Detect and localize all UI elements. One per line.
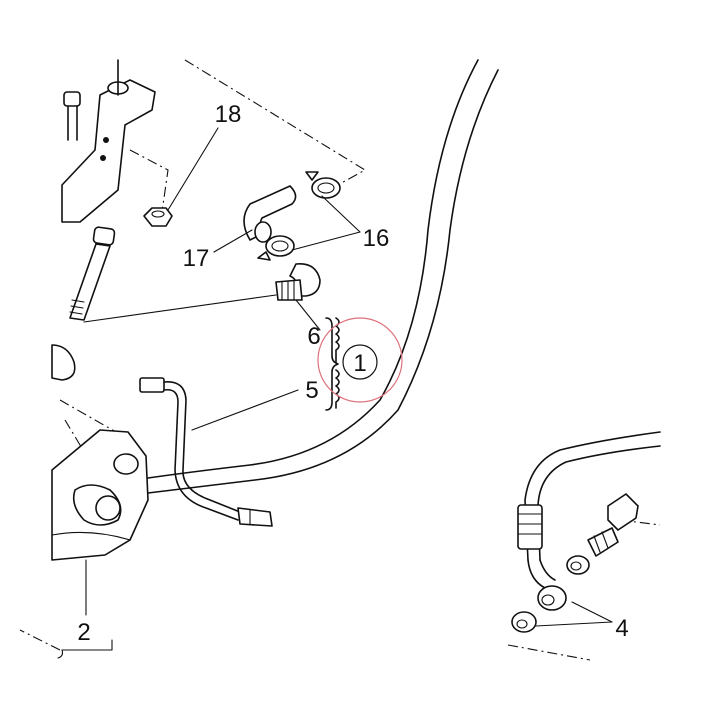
brake-hose	[147, 59, 499, 494]
steering-knuckle	[51, 344, 149, 561]
wear-sensor-cable	[139, 377, 273, 527]
callout-labels: 1 2 4 5 6 16 17 18	[77, 101, 628, 646]
callout-4: 4	[615, 615, 628, 642]
hose-elbow	[243, 185, 297, 243]
hex-nut	[143, 207, 173, 227]
callout-18: 18	[215, 101, 242, 128]
callout-brace	[325, 317, 339, 411]
callout-2: 2	[77, 619, 90, 646]
callout-6: 6	[307, 323, 320, 350]
callout-16: 16	[363, 225, 390, 252]
callout-1: 1	[353, 350, 366, 377]
callout-17: 17	[183, 245, 210, 272]
hose-end-fittings	[511, 431, 661, 633]
long-bolt	[69, 226, 116, 321]
highlight-ring	[317, 317, 403, 403]
callout-5: 5	[305, 377, 318, 404]
callout-circle-1	[342, 344, 378, 380]
hose-clamps	[257, 171, 341, 261]
hose-connector	[275, 263, 321, 301]
callout-leader-lines	[57, 127, 613, 659]
mounting-bracket	[61, 59, 156, 223]
